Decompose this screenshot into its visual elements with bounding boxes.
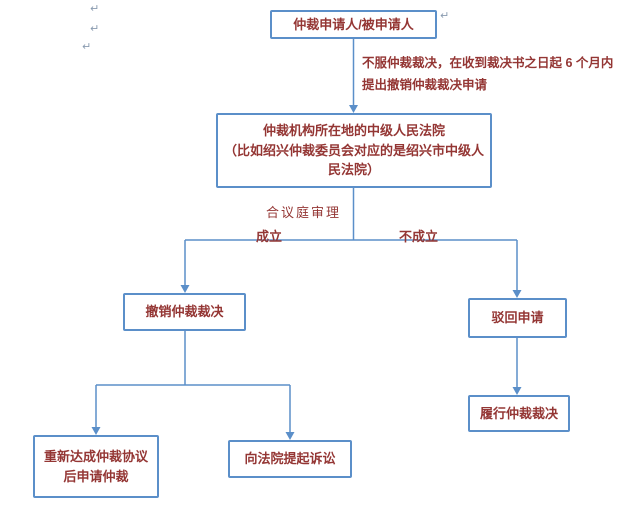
not-established-label: 不成立 xyxy=(399,229,439,244)
node-court-line1: 仲裁机构所在地的中级人民法院 xyxy=(262,123,445,139)
arrowhead-icon xyxy=(180,285,190,293)
edge-reject-perform xyxy=(512,338,522,395)
arrowhead-icon xyxy=(512,387,522,395)
node-revoke-award: 撤销仲裁裁决 xyxy=(123,293,246,331)
edge-annotation: 不服仲裁裁决，在收到裁决书之日起 6 个月内 提出撤销仲裁裁决申请 xyxy=(362,56,614,92)
return-mark-icon: ↵ xyxy=(440,10,450,22)
edge-revoke-split xyxy=(91,331,295,440)
node-perform-award: 履行仲裁裁决 xyxy=(468,395,570,432)
return-mark-icon: ↵ xyxy=(90,23,100,35)
arrowhead-icon xyxy=(349,105,358,113)
edge-applicant-court xyxy=(349,38,358,113)
return-mark-icon: ↵ xyxy=(82,41,92,53)
return-mark-icon: ↵ xyxy=(90,3,100,15)
node-lawsuit-label: 向法院提起诉讼 xyxy=(244,451,336,467)
arrowhead-icon xyxy=(91,427,101,435)
arrowhead-icon xyxy=(285,432,295,440)
node-renew-label: 重新达成仲裁协议后申请仲裁 xyxy=(43,449,148,484)
node-revoke-label: 撤销仲裁裁决 xyxy=(145,304,224,320)
established-label: 成立 xyxy=(256,229,283,244)
node-perform-label: 履行仲裁裁决 xyxy=(479,405,558,421)
node-applicant-label: 仲裁申请人/被申请人 xyxy=(293,16,414,32)
arrowhead-icon xyxy=(512,290,522,298)
node-reject-label: 驳回申请 xyxy=(491,310,544,326)
node-file-lawsuit: 向法院提起诉讼 xyxy=(228,440,352,478)
node-court-line2: （比如绍兴仲裁委员会对应的是绍兴市中级人民法院） xyxy=(223,142,484,178)
node-applicant: 仲裁申请人/被申请人 xyxy=(270,10,437,39)
node-renew-agreement: 重新达成仲裁协议后申请仲裁 xyxy=(33,435,159,498)
edge-court-split xyxy=(180,188,522,298)
node-intermediate-court: 仲裁机构所在地的中级人民法院 （比如绍兴仲裁委员会对应的是绍兴市中级人民法院） xyxy=(216,113,492,188)
panel-trial-label: 合议庭审理 xyxy=(266,205,342,220)
node-reject-application: 驳回申请 xyxy=(468,298,567,338)
